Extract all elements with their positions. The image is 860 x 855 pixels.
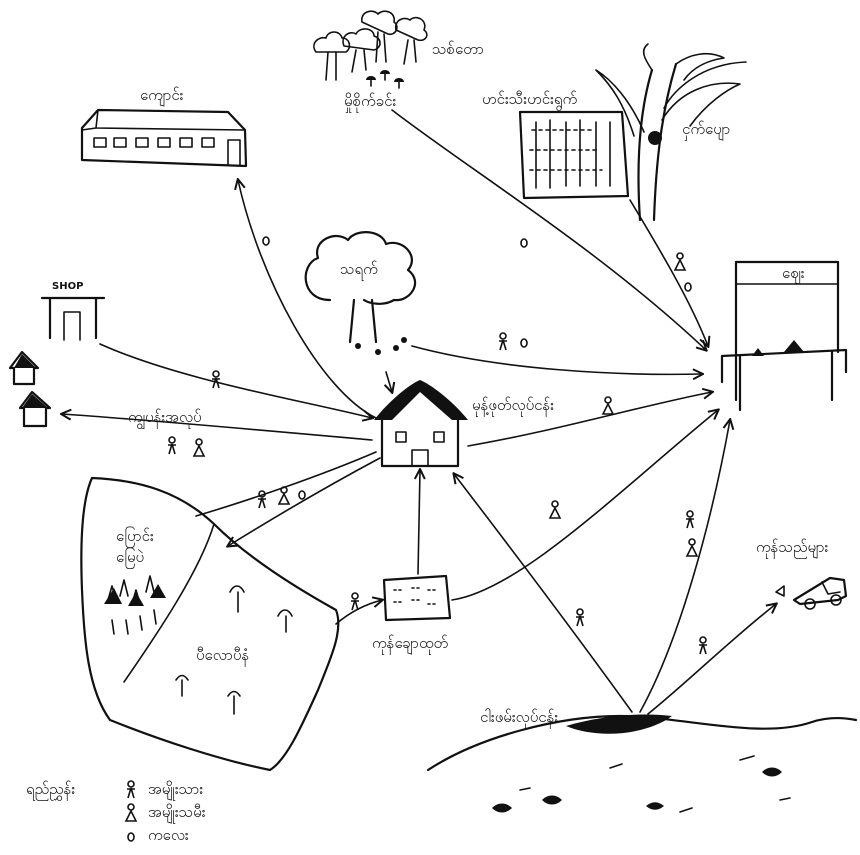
vegetable-plot-drawing	[382, 574, 452, 622]
label-banana: ငှက်ပျော	[682, 120, 731, 138]
child-marker	[262, 236, 270, 246]
shop-drawing	[40, 296, 106, 341]
legend-title: ရည်ညွှန်း	[26, 780, 76, 798]
label-snack-making: မုန့်ဖုတ်လုပ်ငန်း	[472, 396, 555, 414]
man-marker	[575, 608, 585, 627]
central-house-drawing	[374, 380, 468, 468]
woman-marker	[686, 538, 698, 557]
betel-tree-drawing	[304, 231, 416, 355]
label-fishing: ငါးဖမ်းလုပ်ငန်း	[480, 708, 559, 726]
man-marker	[211, 370, 221, 389]
woman-marker	[549, 500, 561, 519]
market-drawing	[720, 260, 848, 412]
label-vegetable-plot: ကုန်ချောထုတ်	[372, 634, 449, 652]
child-marker	[520, 238, 528, 248]
legend-label-man: အမျိုးသား	[148, 780, 204, 798]
label-hired-labour: ကျွပန်းအလုပ်	[128, 408, 202, 426]
legend-man-symbol	[126, 780, 136, 799]
label-traders: ကုန်သည်များ	[756, 538, 829, 556]
legend-label-child: ကလေး	[148, 826, 189, 844]
child-marker	[684, 282, 692, 292]
man-marker	[167, 436, 177, 455]
man-marker	[685, 510, 695, 529]
label-chili-field: ပီလောပီနံ	[196, 646, 250, 664]
child-marker	[520, 338, 528, 348]
woman-marker	[278, 486, 290, 505]
legend-symbols	[125, 780, 137, 842]
man-marker	[498, 332, 508, 351]
vegetable-garden-drawing	[518, 110, 630, 200]
man-marker	[257, 490, 267, 509]
label-maize-field: ပြောင်း မြေပဲ	[116, 527, 154, 566]
school-drawing	[80, 108, 248, 168]
woman-marker	[674, 252, 686, 271]
banana-drawing	[595, 43, 747, 222]
man-marker	[698, 636, 708, 655]
legend-child-symbol	[127, 832, 135, 842]
child-marker	[298, 490, 306, 500]
label-shop-sign: SHOP	[52, 281, 84, 292]
man-marker	[350, 592, 360, 611]
legend-woman-symbol	[125, 803, 137, 822]
label-school: ကျောင်း	[140, 86, 184, 104]
legend-label-woman: အမျိုးသမီး	[148, 803, 206, 821]
fields-drawing	[80, 476, 340, 772]
river-drawing	[426, 714, 858, 813]
label-betel-tree: သရက်	[340, 260, 378, 278]
houses-left-drawing	[8, 350, 52, 428]
woman-marker	[193, 438, 205, 457]
forest-drawing	[313, 10, 428, 81]
actor-markers	[167, 236, 708, 655]
mushroom-drawing	[366, 70, 404, 89]
label-mushroom: မှိုစိုက်ခင်း	[344, 92, 397, 110]
woman-marker	[602, 396, 614, 415]
label-noodle-plant: ဟင်းသီးဟင်းရွက်	[482, 90, 578, 108]
label-forest: သစ်တော	[432, 40, 484, 58]
truck-drawing	[775, 576, 848, 610]
flow-arrows	[62, 109, 776, 715]
label-market: ဈေး	[782, 264, 805, 282]
